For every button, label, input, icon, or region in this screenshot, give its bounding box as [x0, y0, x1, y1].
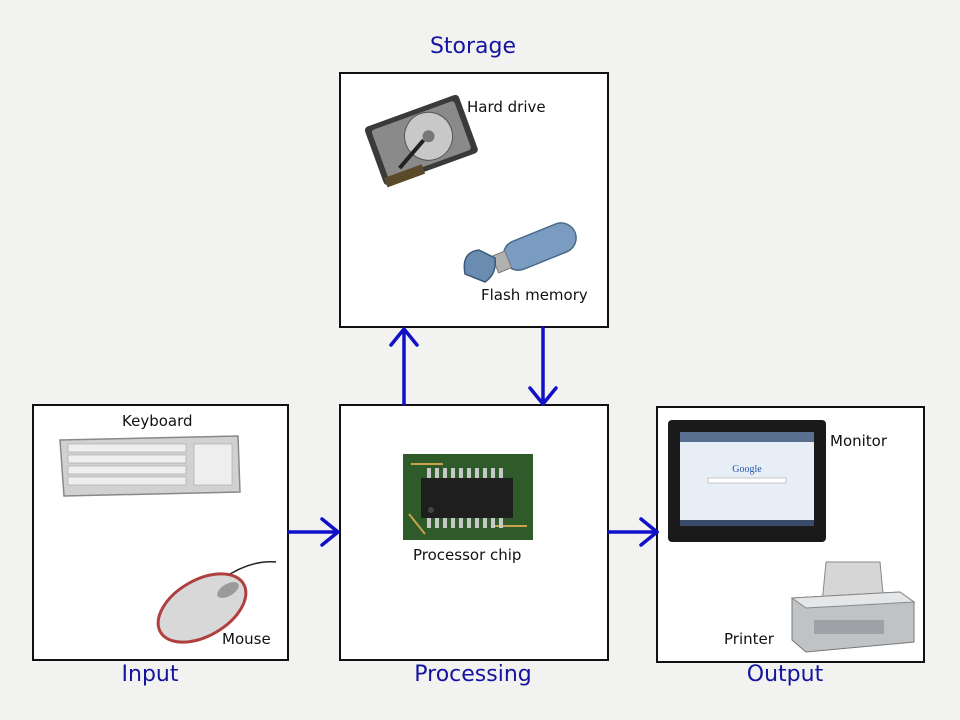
input-box: Keyboard Mouse: [32, 404, 289, 661]
storage-box: Hard drive Flash memory: [339, 72, 609, 328]
hard-drive-label: Hard drive: [467, 98, 546, 116]
processor-chip-icon: [403, 454, 533, 540]
monitor-screen-brand: Google: [732, 464, 762, 475]
flash-memory-icon: [463, 222, 577, 283]
arrow-processing-to-storage: [389, 327, 419, 406]
arrow-input-to-processing: [287, 517, 340, 547]
hard-drive-icon: [364, 94, 478, 188]
processor-chip-label: Processor chip: [413, 546, 522, 564]
keyboard-icon: [59, 435, 241, 497]
input-title: Input: [121, 662, 179, 687]
output-title: Output: [746, 662, 824, 687]
keyboard-label: Keyboard: [122, 412, 193, 430]
mouse-label: Mouse: [222, 630, 271, 648]
processing-title: Processing: [414, 662, 532, 687]
monitor-icon: Google: [668, 420, 826, 542]
printer-icon: [790, 561, 916, 653]
monitor-label: Monitor: [830, 432, 888, 450]
arrow-storage-to-processing: [528, 326, 558, 406]
processing-box: Processor chip: [339, 404, 609, 661]
storage-title: Storage: [429, 34, 517, 59]
mouse-icon: [156, 561, 277, 644]
flash-memory-label: Flash memory: [481, 286, 588, 304]
arrow-processing-to-output: [607, 517, 659, 547]
output-box: Google Monitor Printer: [656, 406, 925, 663]
printer-label: Printer: [724, 630, 774, 648]
